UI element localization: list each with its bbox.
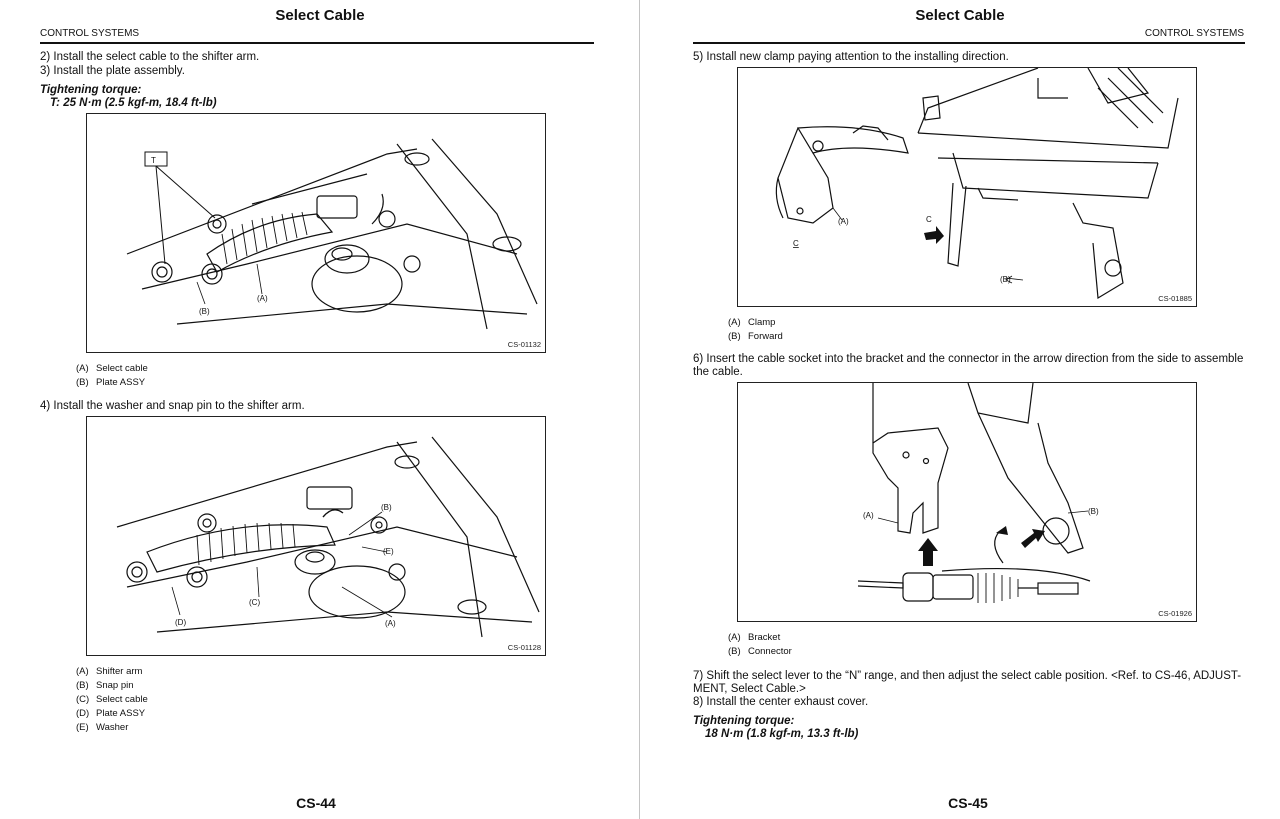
legend-item: (D) Plate ASSY — [76, 707, 148, 721]
callout-b: (B) — [381, 503, 392, 512]
callout-b: (B) — [1088, 507, 1099, 516]
legend-key: (A) — [728, 317, 741, 328]
legend-text: Select cable — [96, 363, 148, 374]
callout-a: (A) — [863, 511, 874, 520]
torque-label: Tightening torque: — [693, 715, 795, 727]
legend-figure-2: (A) Shifter arm (B) Snap pin (C) Select cab… — [76, 665, 148, 735]
legend-item: (A) Clamp — [728, 316, 783, 330]
figure-code: CS-01885 — [1158, 294, 1192, 303]
legend-key: (B) — [76, 680, 89, 691]
step-8: 8) Install the center exhaust cover. — [693, 696, 869, 708]
torque-value: T: 25 N·m (2.5 kgf-m, 18.4 ft-lb) — [50, 97, 217, 109]
header-rule — [40, 42, 594, 44]
legend-text: Forward — [748, 331, 783, 342]
section-header: CONTROL SYSTEMS — [1144, 28, 1244, 39]
section-header: CONTROL SYSTEMS — [40, 28, 140, 39]
callout-e: (E) — [383, 547, 394, 556]
step-7: 7) Shift the select lever to the “N” ran… — [693, 670, 1242, 695]
legend-text: Bracket — [748, 632, 781, 643]
step-5: 5) Install new clamp paying attention to… — [693, 51, 1009, 63]
legend-item: (B) Connector — [728, 645, 792, 659]
legend-key: (B) — [728, 646, 741, 657]
page-number: CS-44 — [296, 795, 336, 811]
legend-item: (A) Bracket — [728, 631, 792, 645]
figure-select-cable-plate: T (A) (B) CS-01132 — [86, 113, 546, 353]
right-page: Select Cable CONTROL SYSTEMS 5) Install … — [640, 0, 1280, 819]
callout-c-underlined: C — [793, 239, 799, 248]
page-title: Select Cable — [275, 7, 365, 24]
legend-text: Washer — [96, 722, 129, 733]
legend-item: (B) Plate ASSY — [76, 376, 148, 390]
callout-b: (B) — [199, 307, 210, 316]
legend-text: Shifter arm — [96, 666, 143, 677]
callout-c: (C) — [249, 598, 260, 607]
legend-text: Plate ASSY — [96, 377, 146, 388]
page-number: CS-45 — [948, 795, 988, 811]
legend-item: (B) Snap pin — [76, 679, 148, 693]
legend-item: (E) Washer — [76, 721, 148, 735]
legend-key: (B) — [728, 331, 741, 342]
callout-a: (A) — [257, 294, 268, 303]
header-rule — [693, 42, 1245, 44]
callout-b: (B) — [1000, 275, 1011, 284]
callout-d: (D) — [175, 618, 186, 627]
legend-text: Snap pin — [96, 680, 134, 691]
legend-key: (A) — [728, 632, 741, 643]
legend-item: (A) Shifter arm — [76, 665, 148, 679]
legend-key: (E) — [76, 722, 89, 733]
legend-text: Clamp — [748, 317, 776, 328]
torque-value: 18 N·m (1.8 kgf-m, 13.3 ft-lb) — [705, 728, 859, 740]
diagram-cable-bracket: (A) (B) — [857, 383, 1099, 603]
legend-item: (A) Select cable — [76, 362, 148, 376]
legend-text: Select cable — [96, 694, 148, 705]
legend-key: (C) — [76, 694, 90, 705]
figure-code: CS-01926 — [1158, 609, 1192, 618]
figure-code: CS-01132 — [507, 340, 541, 349]
legend-figure-1: (A) Select cable (B) Plate ASSY — [76, 362, 148, 390]
legend-key: (B) — [76, 377, 89, 388]
callout-c: C — [926, 215, 932, 224]
step-6: 6) Insert the cable socket into the brac… — [693, 353, 1244, 378]
legend-item: (C) Select cable — [76, 693, 148, 707]
figure-cable-socket: (A) (B) CS-01926 — [737, 382, 1197, 622]
legend-text: Plate ASSY — [96, 708, 146, 719]
torque-label: Tightening torque: — [40, 84, 142, 96]
legend-item: (B) Forward — [728, 330, 783, 344]
diagram-clamp: (A) C C (B) — [775, 68, 1179, 300]
legend-figure-3: (A) Clamp (B) Forward — [728, 316, 783, 344]
legend-key: (A) — [76, 363, 89, 374]
legend-figure-4: (A) Bracket (B) Connector — [728, 631, 792, 659]
callout-a: (A) — [385, 619, 396, 628]
step-3: 3) Install the plate assembly. — [40, 65, 185, 77]
page-title: Select Cable — [915, 7, 1005, 24]
left-page: Select Cable CONTROL SYSTEMS 2) Install … — [40, 7, 594, 811]
page-gutter — [639, 0, 640, 819]
figure-code: CS-01128 — [507, 643, 541, 652]
figure-washer-snap-pin: (B) (E) (C) (D) (A) CS-01128 — [86, 416, 546, 656]
step-4: 4) Install the washer and snap pin to th… — [40, 400, 305, 412]
callout-t: T — [151, 156, 156, 165]
step-2: 2) Install the select cable to the shift… — [40, 51, 260, 63]
legend-key: (D) — [76, 708, 90, 719]
diagram-shifter-assembly: T (A) (B) — [126, 138, 538, 330]
figure-clamp-direction: (A) C C (B) CS-01885 — [737, 67, 1197, 307]
diagram-shifter-arm: (B) (E) (C) (D) (A) — [116, 436, 540, 638]
callout-a: (A) — [838, 217, 849, 226]
legend-key: (A) — [76, 666, 89, 677]
legend-text: Connector — [748, 646, 792, 657]
